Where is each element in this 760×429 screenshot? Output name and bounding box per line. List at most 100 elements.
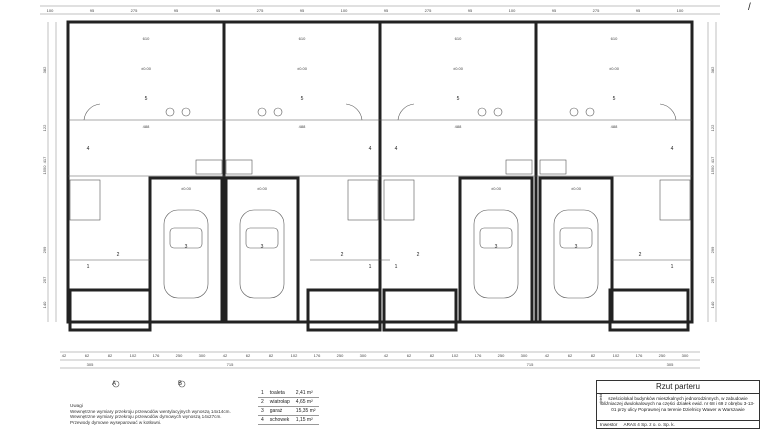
left-dimension-label: 1550 [42, 165, 47, 175]
room-number-label: 3 [495, 244, 498, 250]
room-name: toaleta [266, 389, 293, 398]
room-area: 15,35 m² [292, 406, 319, 416]
drawing-description: sześciolokal budynków mieszkalnych jedno… [601, 396, 755, 412]
width-dimension-label: 610 [611, 36, 618, 41]
top-dimension-label: 275 [593, 8, 600, 13]
width-dimension-label: 610 [143, 36, 150, 41]
section-b-marker [178, 380, 186, 388]
bottom-sub-dimension-label: 42 [545, 353, 550, 358]
inner-dimension-label: 488 [611, 124, 618, 129]
room-number-label: 2 [117, 252, 120, 258]
room-area: 4,65 m² [292, 397, 319, 407]
left-dimension-label: 140 [42, 301, 47, 308]
level-label: ±0.00 [141, 66, 152, 71]
bottom-sub-dimension-label: 300 [682, 353, 689, 358]
left-dimension-label: 122 [42, 124, 47, 131]
bottom-sub-dimension-label: 82 [430, 353, 435, 358]
bottom-sub-dimension-label: 250 [498, 353, 505, 358]
room-number-label: 3 [575, 244, 578, 250]
right-dimension-label: 1550 [710, 165, 715, 175]
investor-row: Inwestor ARAS 4 Sp. z o. o. Sp. k. [597, 420, 759, 428]
drawing-title: Rzut parteru [597, 381, 759, 394]
notes-heading: Uwagi [70, 403, 83, 408]
top-dimension-label: 95 [300, 8, 305, 13]
right-dimension-label: 257 [710, 276, 715, 283]
bottom-sub-dimension-label: 62 [246, 353, 251, 358]
bottom-sub-dimension-label: 102 [613, 353, 620, 358]
section-a-label: A [112, 381, 117, 387]
bottom-sub-dimension-label: 42 [62, 353, 67, 358]
bottom-dimension-label: 305 [667, 362, 674, 367]
object-side-label: obiekt [598, 394, 603, 405]
bottom-sub-dimension-label: 102 [130, 353, 137, 358]
room-number-label: 4 [671, 146, 674, 152]
top-dimension-label: 95 [174, 8, 179, 13]
width-dimension-label: 610 [455, 36, 462, 41]
room-number-label: 4 [369, 146, 372, 152]
room-number-label: 4 [395, 146, 398, 152]
top-dimension-label: 95 [552, 8, 557, 13]
room-number-label: 3 [185, 244, 188, 250]
top-dimension-label: 100 [341, 8, 348, 13]
room-number-label: 2 [417, 252, 420, 258]
room-name: wiatrołap [266, 397, 293, 407]
inner-dimension-label: 488 [299, 124, 306, 129]
right-dimension-label: 382 [710, 66, 715, 73]
room-number: 2 [258, 397, 267, 407]
width-dimension-label: 610 [299, 36, 306, 41]
room-number-label: 5 [613, 96, 616, 102]
section-b-label: B [178, 381, 183, 387]
bottom-dimension-label: 305 [87, 362, 94, 367]
level-label: ±0.00 [453, 66, 464, 71]
room-number: 3 [258, 406, 267, 416]
bottom-sub-dimension-label: 300 [199, 353, 206, 358]
notes-block: Uwagi Wewnętrzne wymiary przekroju przew… [70, 403, 231, 425]
right-dimension-label: 299 [710, 246, 715, 253]
investor-name: ARAS 4 Sp. z o. o. Sp. k. [623, 422, 675, 427]
right-dimension-label: 122 [710, 124, 715, 131]
top-dimension-label: 100 [509, 8, 516, 13]
top-dimension-label: 100 [47, 8, 54, 13]
room-number-label: 1 [671, 264, 674, 270]
bottom-sub-dimension-label: 300 [521, 353, 528, 358]
title-block: Rzut parteru sześciolokal budynków miesz… [596, 380, 760, 429]
furniture [83, 103, 677, 175]
building-walls [66, 20, 694, 332]
corner-mark: / [748, 2, 751, 13]
bottom-dimension-label: 715 [227, 362, 234, 367]
room-area: 1,15 m² [292, 415, 319, 425]
bottom-sub-dimension-label: 176 [153, 353, 160, 358]
top-dimension-label: 95 [90, 8, 95, 13]
room-area: 2,41 m² [292, 389, 319, 398]
bottom-sub-dimension-label: 82 [108, 353, 113, 358]
top-dimension-label: 95 [468, 8, 473, 13]
bottom-sub-dimension-label: 62 [85, 353, 90, 358]
top-dimension-label: 275 [257, 8, 264, 13]
room-number-label: 5 [145, 96, 148, 102]
note-line: Wewnętrzne wymiary przekroju przewodów d… [70, 414, 222, 420]
room-number-label: 2 [639, 252, 642, 258]
bottom-sub-dimension-label: 82 [591, 353, 596, 358]
level-label: ±0.00 [181, 186, 192, 191]
bottom-sub-dimension-label: 42 [384, 353, 389, 358]
bottom-sub-dimension-label: 42 [223, 353, 228, 358]
staircases [69, 179, 691, 221]
bottom-sub-dimension-label: 176 [636, 353, 643, 358]
bottom-sub-dimension-label: 176 [314, 353, 321, 358]
room-name: garaż [266, 406, 293, 416]
top-dimension-label: 95 [384, 8, 389, 13]
left-dimension-label: 382 [42, 66, 47, 73]
bottom-sub-dimension-label: 250 [337, 353, 344, 358]
section-a-marker [112, 380, 120, 388]
room-name: schowek [266, 415, 293, 425]
inner-dimension-label: 488 [143, 124, 150, 129]
room-number-label: 2 [341, 252, 344, 258]
note-line: Wewnętrzne wymiary przekroju przewodów w… [70, 408, 231, 414]
top-dimension-label: 95 [636, 8, 641, 13]
